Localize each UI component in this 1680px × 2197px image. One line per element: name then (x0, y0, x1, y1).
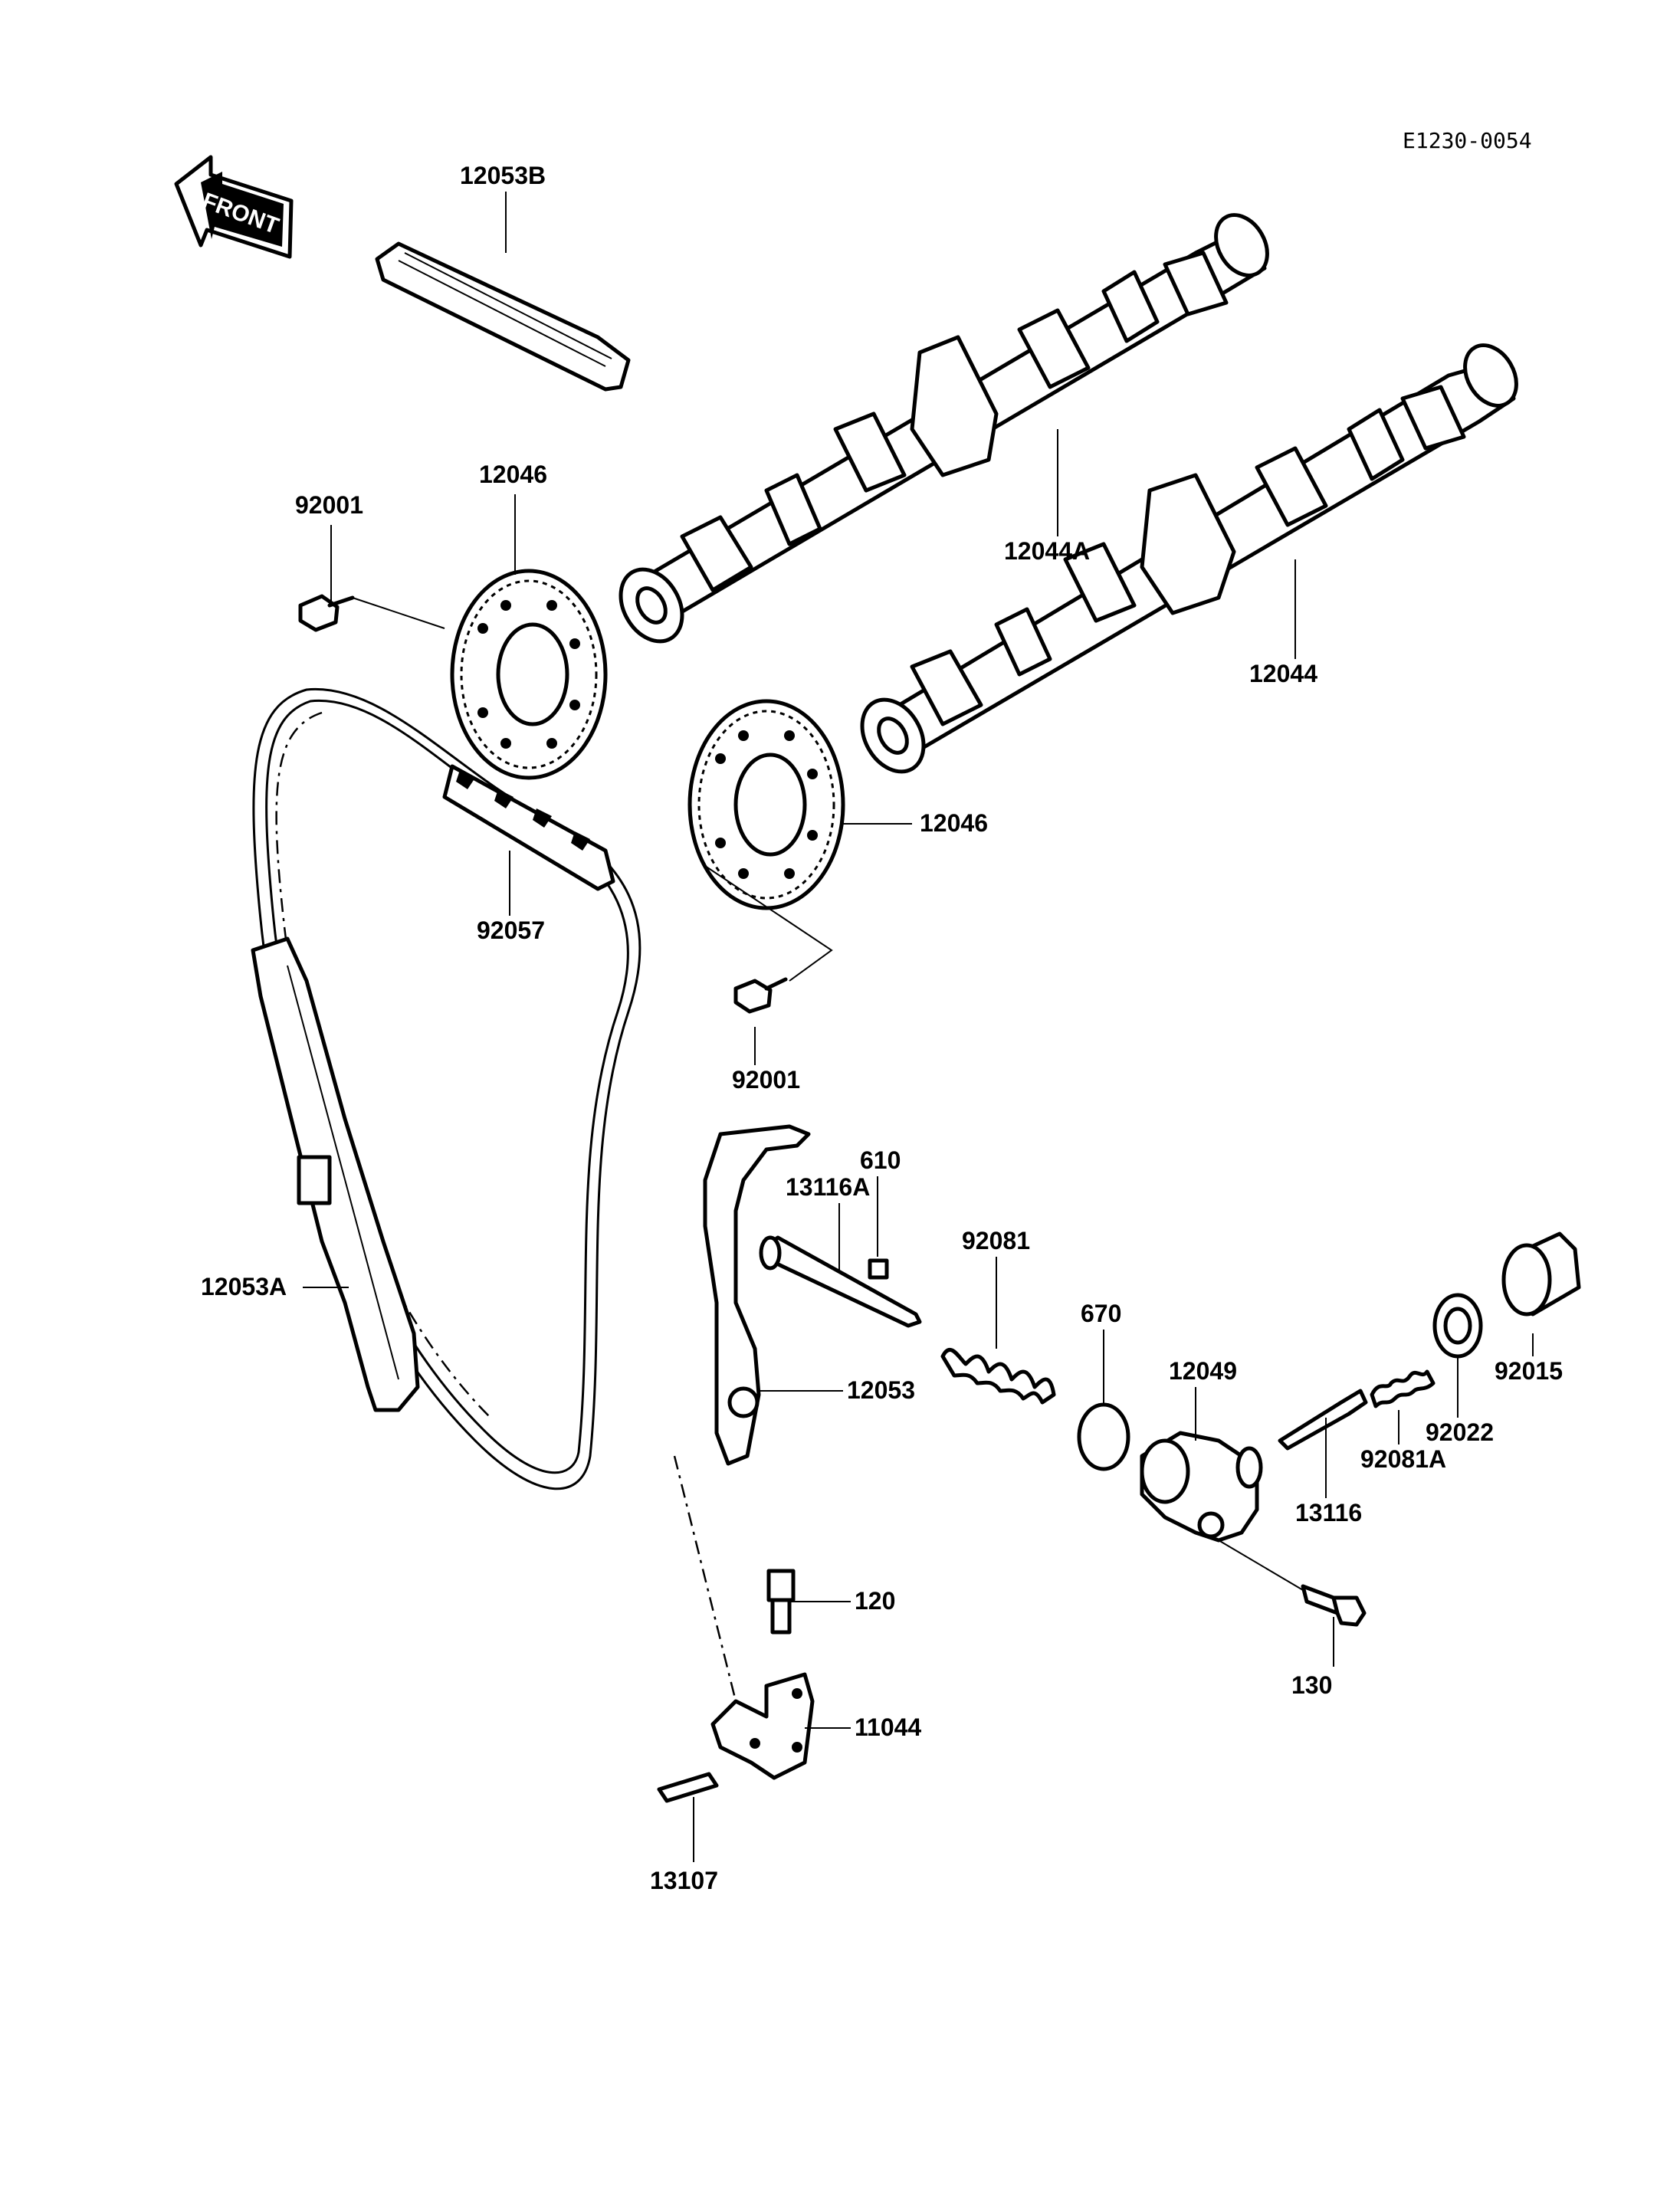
part-label-12044a: 12044A (1004, 537, 1090, 565)
part-label-92057: 92057 (477, 917, 545, 944)
part-label-92081: 92081 (962, 1227, 1030, 1254)
cam-sprocket-upper (450, 569, 608, 780)
part-label-12053b: 12053B (460, 162, 546, 189)
tensioner-body (1140, 1431, 1263, 1543)
bracket-bolt (766, 1569, 796, 1635)
part-label-11044: 11044 (855, 1713, 921, 1741)
tensioner-rod (1278, 1389, 1368, 1451)
part-label-12053: 12053 (847, 1376, 915, 1404)
part-label-92015: 92015 (1495, 1357, 1563, 1385)
part-label-92001-upper: 92001 (295, 491, 363, 519)
part-label-120: 120 (855, 1587, 895, 1615)
part-label-670: 670 (1081, 1300, 1121, 1327)
part-label-13116: 13116 (1295, 1499, 1362, 1526)
upper-chain-guide (375, 241, 631, 392)
tensioner-bracket (710, 1672, 815, 1780)
leader-lines (303, 192, 1534, 1862)
chain-guide-left (251, 936, 420, 1412)
front-arrow-icon: FRONT (174, 155, 294, 259)
small-spring (1370, 1369, 1436, 1408)
diagram-code: E1230-0054 (1403, 128, 1532, 153)
part-label-12053a: 12053A (201, 1273, 287, 1300)
tensioner-spring (940, 1348, 1056, 1405)
tensioner-pushrod (759, 1235, 922, 1328)
part-label-13107: 13107 (650, 1867, 718, 1894)
part-labels: 12053B 12044A 12044 92001 12046 12046 92… (201, 162, 1563, 1894)
part-label-12046-lower: 12046 (920, 809, 988, 837)
o-ring (1077, 1402, 1130, 1471)
part-label-13116a: 13116A (786, 1173, 870, 1201)
part-label-130: 130 (1291, 1671, 1332, 1699)
sprocket-bolt-lower (733, 977, 788, 1014)
washer (1432, 1293, 1483, 1359)
small-pin (868, 1258, 889, 1280)
sprocket-bolt-upper (298, 594, 355, 632)
part-label-12046-upper: 12046 (479, 461, 547, 488)
part-label-92001-lower: 92001 (732, 1066, 800, 1094)
tensioner-arm (703, 1124, 811, 1466)
bracket-pin (657, 1772, 719, 1803)
part-label-610: 610 (860, 1146, 901, 1174)
part-label-12044: 12044 (1249, 660, 1317, 687)
part-label-92081a: 92081A (1360, 1445, 1446, 1473)
tensioner-bolt (1301, 1584, 1367, 1627)
tensioner-cap (1501, 1231, 1581, 1317)
camshaft-exhaust (619, 213, 1269, 644)
part-label-92022: 92022 (1426, 1418, 1494, 1446)
cam-sprocket-lower (687, 699, 845, 910)
part-label-12049: 12049 (1169, 1357, 1237, 1385)
camshaft-intake (860, 343, 1518, 774)
cam-chain (252, 687, 641, 1490)
